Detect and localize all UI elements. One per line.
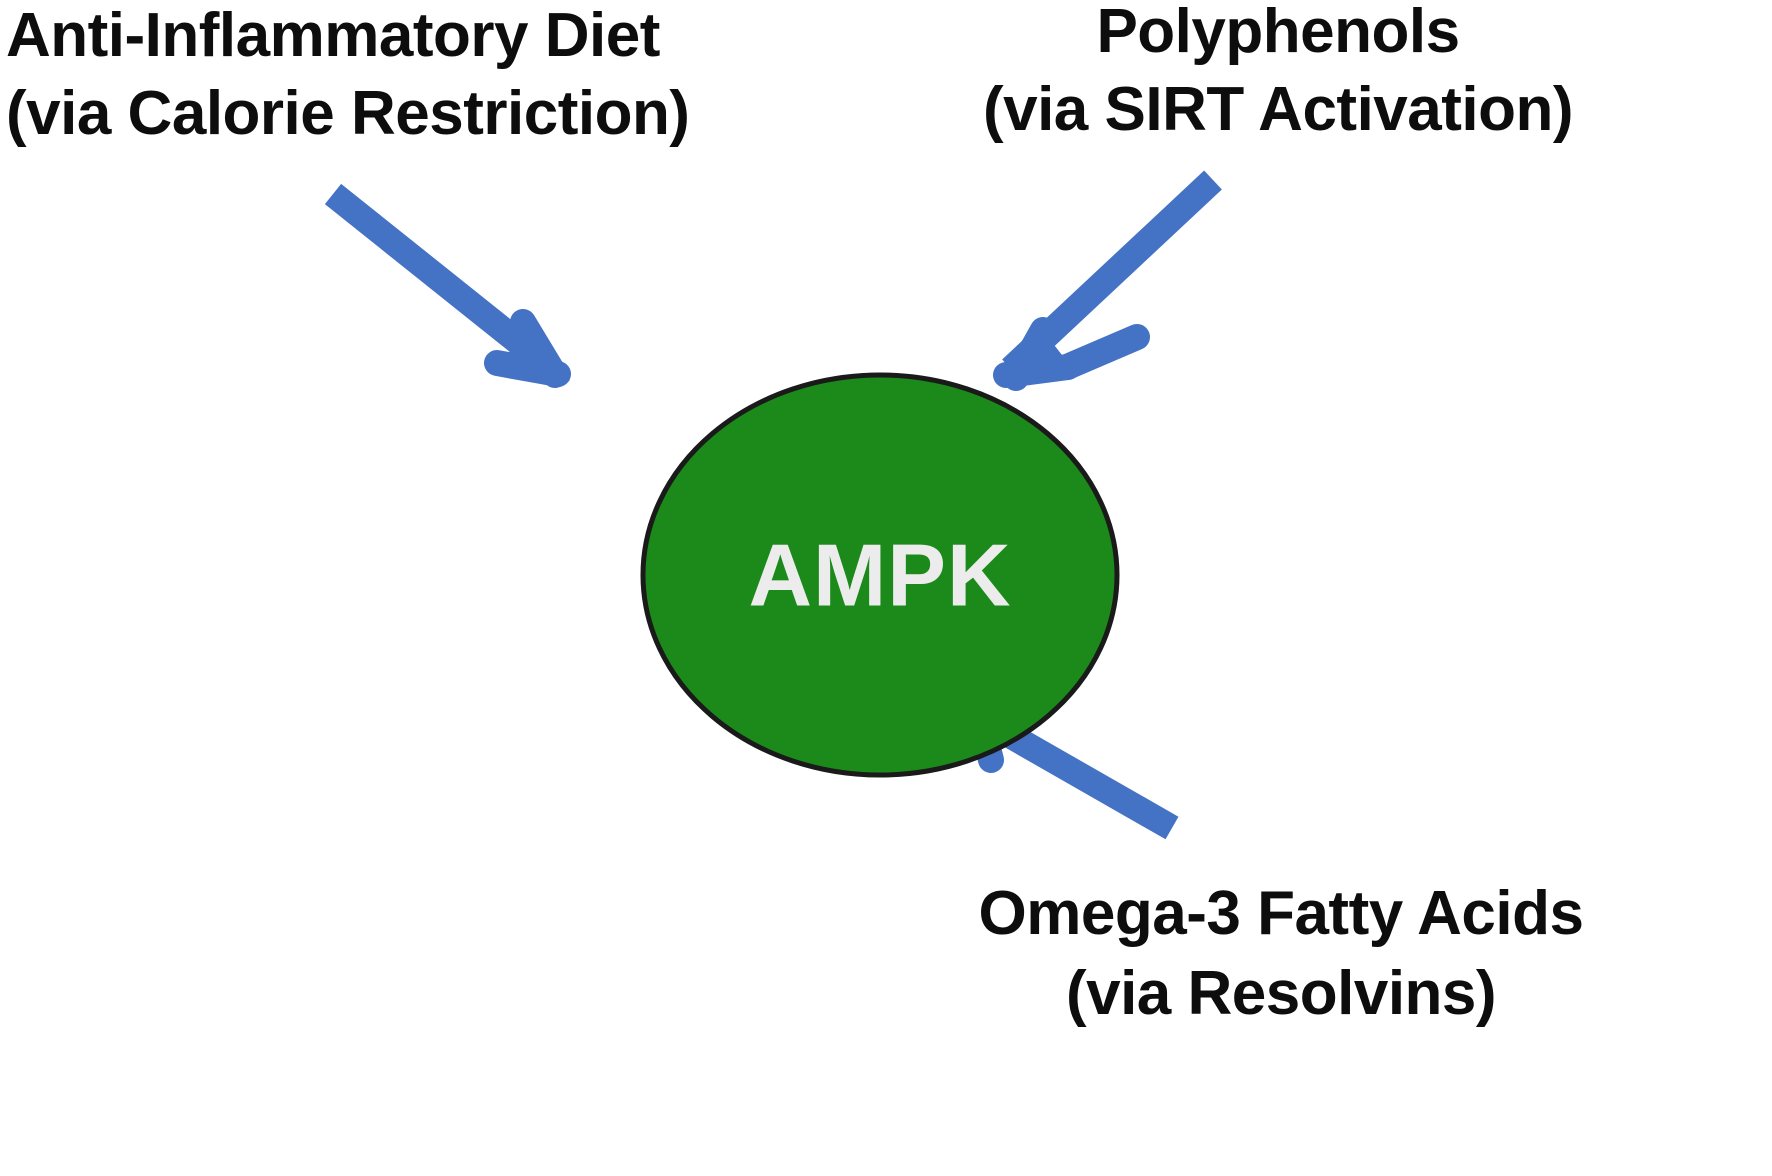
label-polyphenols-line1: Polyphenols <box>1096 0 1459 66</box>
label-anti-inflammatory-diet: Anti-Inflammatory Diet (via Calorie Rest… <box>6 1 690 148</box>
ampk-node-ellipse[interactable] <box>640 372 1120 778</box>
label-omega-3-fatty-acids: Omega-3 Fatty Acids (via Resolvins) <box>979 879 1584 1028</box>
arrowhead-upper-barb-polyphenols <box>1003 317 1056 391</box>
label-omega-3-fatty-acids-line2: (via Resolvins) <box>1066 959 1496 1028</box>
ampk-node-label: AMPK <box>748 526 1011 625</box>
arrow-shaft-anti-inflammatory-diet <box>324 183 561 380</box>
arrow-anti-inflammatory-diet <box>324 183 571 388</box>
label-polyphenols-line2: (via SIRT Activation) <box>983 75 1573 144</box>
label-anti-inflammatory-diet-line1: Anti-Inflammatory Diet <box>6 1 660 70</box>
label-polyphenols: Polyphenols (via SIRT Activation) <box>983 0 1574 144</box>
arrowhead-tip-anti-inflammatory-diet <box>505 330 570 381</box>
label-omega-3-fatty-acids-line1: Omega-3 Fatty Acids <box>979 879 1584 948</box>
label-anti-inflammatory-diet-line2: (via Calorie Restriction) <box>6 79 689 148</box>
arrow-polyphenols <box>993 170 1222 391</box>
arrowhead-lower-barb-polyphenols <box>1054 324 1150 380</box>
